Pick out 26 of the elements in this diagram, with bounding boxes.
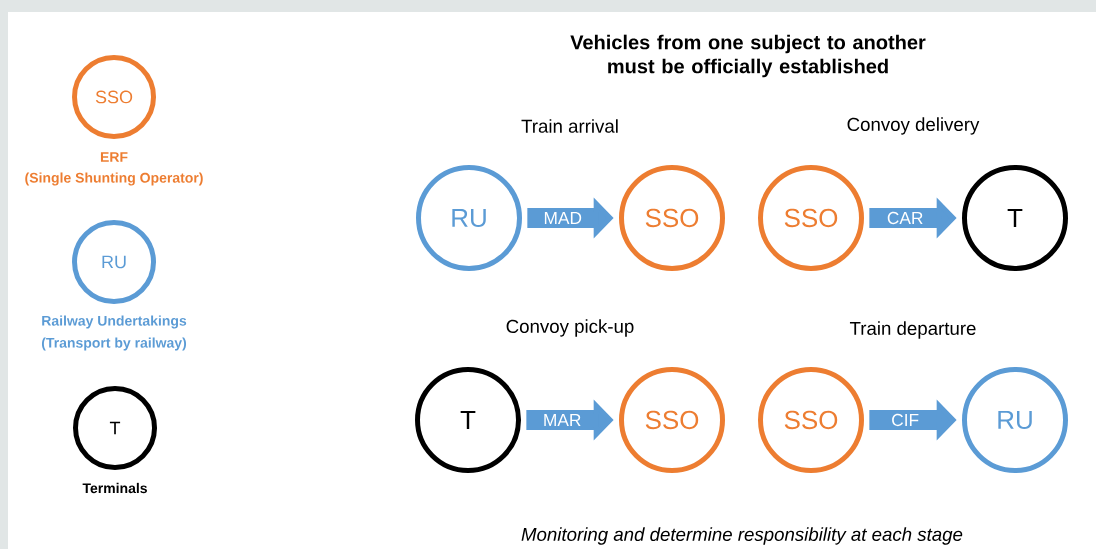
section-heading: Convoy pick-up bbox=[506, 319, 634, 337]
section-heading: Convoy delivery bbox=[847, 117, 980, 135]
circle-node: SSO bbox=[72, 55, 156, 139]
circle-node: RU bbox=[72, 220, 156, 304]
node-caption: Railway Undertakings bbox=[42, 315, 187, 329]
circle-node: T bbox=[962, 165, 1068, 271]
edge-label: CAR bbox=[887, 211, 923, 225]
circle-node: SSO bbox=[758, 367, 864, 473]
circle-node: RU bbox=[962, 367, 1068, 473]
circle-node: T bbox=[73, 386, 157, 470]
circle-node: RU bbox=[416, 165, 522, 271]
edge-label: MAD bbox=[544, 212, 582, 224]
node-caption: Terminals bbox=[82, 482, 147, 494]
caption: Monitoring and determine responsibility at each stage bbox=[521, 527, 963, 545]
edge-label: CIF bbox=[892, 413, 919, 427]
node-caption: (Transport by railway) bbox=[41, 337, 187, 351]
circle-node: SSO bbox=[619, 367, 725, 473]
circle-node: SSO bbox=[758, 165, 864, 271]
section-heading: Train departure bbox=[849, 321, 976, 339]
circle-node: T bbox=[415, 367, 521, 473]
circle-node: SSO bbox=[619, 165, 725, 271]
section-heading: Train arrival bbox=[521, 119, 618, 133]
node-caption: (Single Shunting Operator) bbox=[25, 172, 203, 186]
title: Vehicles from one subject to another must be officially established bbox=[570, 34, 926, 78]
edge-label: MAR bbox=[544, 414, 581, 426]
node-caption: ERF bbox=[100, 152, 128, 162]
